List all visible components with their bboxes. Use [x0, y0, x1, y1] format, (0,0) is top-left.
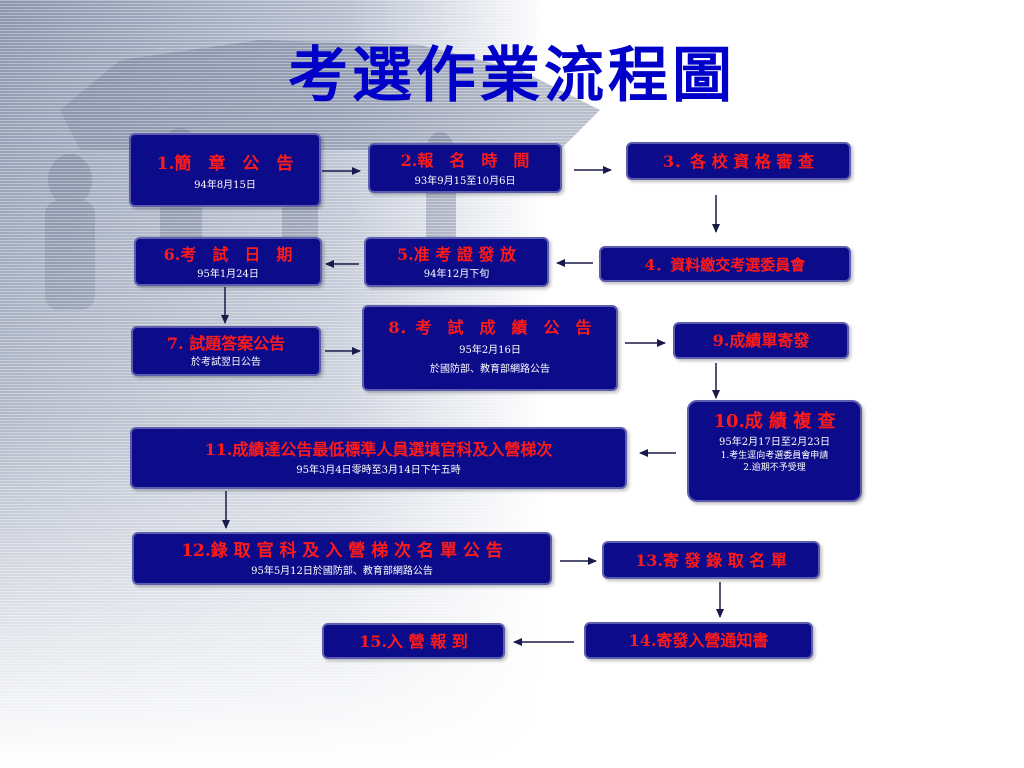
step-13-label: 13.寄 發 錄 取 名 單 [635, 551, 787, 570]
step-12-date: 95年5月12日於國防部、教育部網路公告 [251, 566, 433, 577]
step-1-box: 1.簡 章 公 告 94年8月15日 [129, 133, 321, 207]
step-10-note-1: 1.考生逕向考選委員會申請 [720, 451, 829, 461]
step-13-box: 13.寄 發 錄 取 名 單 [602, 541, 820, 579]
step-1-date: 94年8月15日 [194, 180, 256, 191]
step-7-label: 7. 試題答案公告 [166, 334, 286, 353]
step-6-label: 6.考 試 日 期 [163, 245, 293, 264]
step-6-date: 95年1月24日 [197, 269, 259, 280]
step-8-box: 8．考 試 成 績 公 告 95年2月16日 於國防部、教育部網路公告 [362, 305, 618, 391]
step-1-label: 1.簡 章 公 告 [156, 154, 294, 174]
step-7-box: 7. 試題答案公告 於考試翌日公告 [131, 326, 321, 376]
step-14-box: 14.寄發入營通知書 [584, 622, 813, 659]
step-10-label: 10.成 績 複 查 [713, 411, 836, 432]
step-10-date: 95年2月17日至2月23日 [719, 437, 830, 448]
step-3-box: 3．各 校 資 格 審 查 [626, 142, 851, 180]
step-15-label: 15.入 營 報 到 [359, 632, 468, 651]
step-11-date: 95年3月4日零時至3月14日下午五時 [296, 465, 461, 476]
step-15-box: 15.入 營 報 到 [322, 623, 505, 659]
step-7-note: 於考試翌日公告 [191, 357, 261, 368]
step-3-label: 3．各 校 資 格 審 查 [663, 152, 814, 171]
step-11-box: 11.成績達公告最低標準人員選填官科及入營梯次 95年3月4日零時至3月14日下… [130, 427, 627, 489]
step-8-note: 於國防部、教育部網路公告 [430, 364, 550, 375]
step-11-label: 11.成績達公告最低標準人員選填官科及入營梯次 [204, 440, 553, 459]
step-9-box: 9.成績單寄發 [673, 322, 849, 359]
step-12-label: 12.錄 取 官 科 及 入 營 梯 次 名 單 公 告 [181, 541, 503, 561]
step-2-date: 93年9月15至10月6日 [414, 176, 516, 187]
step-4-label: 4．資料繳交考選委員會 [644, 256, 806, 274]
step-5-date: 94年12月下旬 [423, 269, 490, 280]
page-title: 考選作業流程圖 [288, 41, 736, 111]
step-10-box: 10.成 績 複 查 95年2月17日至2月23日 1.考生逕向考選委員會申請 … [687, 400, 862, 502]
step-8-date: 95年2月16日 [459, 345, 521, 356]
step-12-box: 12.錄 取 官 科 及 入 營 梯 次 名 單 公 告 95年5月12日於國防… [132, 532, 552, 585]
step-6-box: 6.考 試 日 期 95年1月24日 [134, 237, 322, 286]
step-9-label: 9.成績單寄發 [712, 331, 810, 350]
step-14-label: 14.寄發入營通知書 [628, 631, 769, 650]
step-5-label: 5.准 考 證 發 放 [397, 245, 516, 264]
step-8-label: 8．考 試 成 績 公 告 [388, 318, 592, 337]
step-4-box: 4．資料繳交考選委員會 [599, 246, 851, 282]
step-5-box: 5.准 考 證 發 放 94年12月下旬 [364, 237, 549, 287]
step-10-note-2: 2.逾期不予受理 [743, 463, 806, 473]
step-2-box: 2.報 名 時 間 93年9月15至10月6日 [368, 143, 562, 193]
step-2-label: 2.報 名 時 間 [400, 151, 530, 170]
